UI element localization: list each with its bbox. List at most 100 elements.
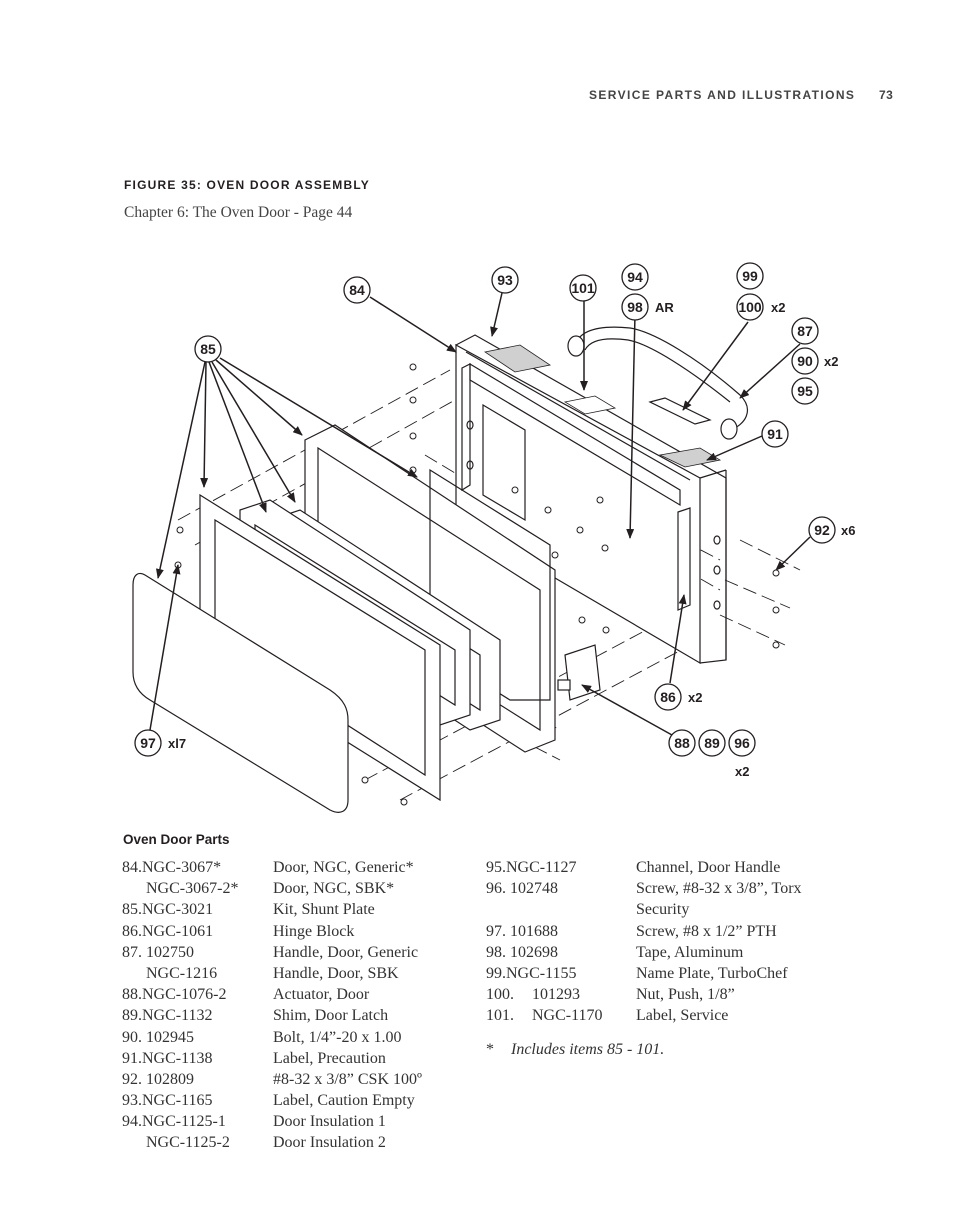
callout-92: 92: [814, 522, 830, 538]
part-row: 93.NGC-1165 Label, Caution Empty: [122, 1090, 462, 1111]
part-number: 89.NGC-1132: [122, 1007, 213, 1025]
page-number: 73: [879, 88, 894, 102]
quantity-labels: AR x2 x2 x6 x2 x2 xl7: [168, 300, 855, 779]
callout-85: 85: [200, 341, 216, 357]
callout-93: 93: [497, 272, 513, 288]
part-row: 92. 102809 #8-32 x 3/8” CSK 100º: [122, 1069, 462, 1090]
part-description: Door Insulation 2: [273, 1134, 386, 1152]
part-description: Name Plate, TurboChef: [636, 964, 788, 982]
part-row: 101.NGC-1170 Label, Service: [486, 1005, 846, 1026]
qty-98: AR: [655, 300, 674, 315]
parts-footnote: * Includes items 85 - 101.: [486, 1041, 664, 1059]
part-row: 84.NGC-3067* Door, NGC, Generic*: [122, 857, 462, 878]
part-row: NGC-3067-2* Door, NGC, SBK*: [122, 878, 462, 899]
callout-87: 87: [797, 323, 813, 339]
part-row: 88.NGC-1076-2 Actuator, Door: [122, 984, 462, 1005]
part-number: 91.NGC-1138: [122, 1049, 213, 1067]
qty-100: x2: [771, 300, 785, 315]
door-drawing: [132, 326, 801, 813]
callout-96: 96: [734, 735, 750, 751]
part-number: 88.NGC-1076-2: [122, 986, 227, 1004]
parts-list-left: 84.NGC-3067* Door, NGC, Generic* NGC-3067…: [122, 857, 462, 1154]
callout-numbers: 84 85 93 101 94 98 99 100 87 90 95 91 92…: [140, 268, 830, 751]
qty-86: x2: [688, 690, 702, 705]
footnote-text: Includes items 85 - 101.: [511, 1041, 665, 1058]
part-row: 87. 102750 Handle, Door, Generic: [122, 942, 462, 963]
part-description: Channel, Door Handle: [636, 859, 781, 876]
part-number: 97. 101688: [486, 922, 558, 940]
qty-96: x2: [735, 764, 749, 779]
qty-92: x6: [841, 523, 855, 538]
part-description: Kit, Shunt Plate: [273, 901, 375, 919]
part-description: Handle, Door, Generic: [273, 943, 419, 961]
callout-95: 95: [797, 383, 813, 399]
callout-86: 86: [660, 689, 676, 705]
part-number: 96. 102748: [486, 880, 558, 898]
part-description: Door Insulation 1: [273, 1113, 386, 1131]
part-row: NGC-1216 Handle, Door, SBK: [122, 963, 462, 984]
part-description: #8-32 x 3/8” CSK 100º: [273, 1070, 422, 1088]
callout-97: 97: [140, 735, 156, 751]
part-row: 91.NGC-1138 Label, Precaution: [122, 1048, 462, 1069]
qty-90: x2: [824, 354, 838, 369]
part-description: Actuator, Door: [273, 986, 370, 1004]
part-number: 84.NGC-3067*: [122, 859, 222, 876]
part-number: 99.NGC-1155: [486, 964, 577, 982]
part-row: 96. 102748 Screw, #8-32 x 3/8”, Torx: [486, 878, 846, 899]
part-description: Screw, #8 x 1/2” PTH: [636, 922, 777, 940]
part-description: Security: [636, 901, 690, 919]
part-row: 95.NGC-1127 Channel, Door Handle: [486, 857, 846, 878]
part-number: 98. 102698: [486, 943, 558, 961]
part-description: Screw, #8-32 x 3/8”, Torx: [636, 880, 802, 898]
part-number: NGC-1125-2: [146, 1134, 230, 1152]
callout-89: 89: [704, 735, 720, 751]
part-number: 95.NGC-1127: [486, 859, 577, 876]
part-row: 90. 102945 Bolt, 1/4”-20 x 1.00: [122, 1027, 462, 1048]
figure-title: FIGURE 35: OVEN DOOR ASSEMBLY: [124, 178, 370, 192]
qty-97: xl7: [168, 736, 186, 751]
figure-subtitle: Chapter 6: The Oven Door - Page 44: [124, 204, 353, 221]
part-row: Security: [486, 899, 846, 920]
oven-door-exploded-diagram: 84 85 93 101 94 98 99 100 87 90 95 91 92…: [132, 262, 855, 813]
part-number: 101.NGC-1170: [486, 1007, 603, 1025]
callout-101: 101: [571, 280, 595, 296]
callout-leaders: [149, 292, 811, 736]
part-description: Tape, Aluminum: [636, 943, 744, 961]
footnote-mark: *: [486, 1041, 494, 1058]
part-number: NGC-1216: [146, 964, 218, 982]
part-number: 92. 102809: [122, 1070, 194, 1088]
part-row: 86.NGC-1061 Hinge Block: [122, 921, 462, 942]
callout-84: 84: [349, 282, 365, 298]
part-number: 94.NGC-1125-1: [122, 1113, 226, 1131]
callout-90: 90: [797, 353, 813, 369]
callout-91: 91: [767, 426, 783, 442]
part-description: Handle, Door, SBK: [273, 964, 399, 982]
callout-100: 100: [738, 299, 762, 315]
callout-98: 98: [627, 299, 643, 315]
part-number: 100.101293: [486, 986, 580, 1004]
callout-94: 94: [627, 269, 643, 285]
part-number: 86.NGC-1061: [122, 922, 214, 940]
part-row: 94.NGC-1125-1 Door Insulation 1: [122, 1111, 462, 1132]
part-number: 93.NGC-1165: [122, 1092, 213, 1110]
part-description: Label, Service: [636, 1007, 729, 1025]
callout-99: 99: [742, 268, 758, 284]
part-number: 87. 102750: [122, 943, 194, 961]
running-header-title: SERVICE PARTS AND ILLUSTRATIONS: [589, 88, 856, 102]
part-description: Hinge Block: [273, 922, 355, 940]
part-row: 98. 102698 Tape, Aluminum: [486, 942, 846, 963]
part-description: Bolt, 1/4”-20 x 1.00: [273, 1028, 402, 1046]
part-description: Nut, Push, 1/8”: [636, 986, 735, 1004]
part-description: Shim, Door Latch: [273, 1007, 389, 1025]
part-description: Label, Precaution: [273, 1049, 386, 1067]
callout-bubbles: [134, 262, 836, 757]
part-row: 97. 101688 Screw, #8 x 1/2” PTH: [486, 921, 846, 942]
part-number: 90. 102945: [122, 1028, 194, 1046]
part-number: NGC-3067-2*: [146, 880, 239, 898]
part-description: Door, NGC, SBK*: [273, 880, 395, 898]
part-description: Label, Caution Empty: [273, 1092, 415, 1110]
callout-88: 88: [674, 735, 690, 751]
parts-list-title: Oven Door Parts: [123, 832, 230, 847]
part-description: Door, NGC, Generic*: [273, 859, 414, 876]
